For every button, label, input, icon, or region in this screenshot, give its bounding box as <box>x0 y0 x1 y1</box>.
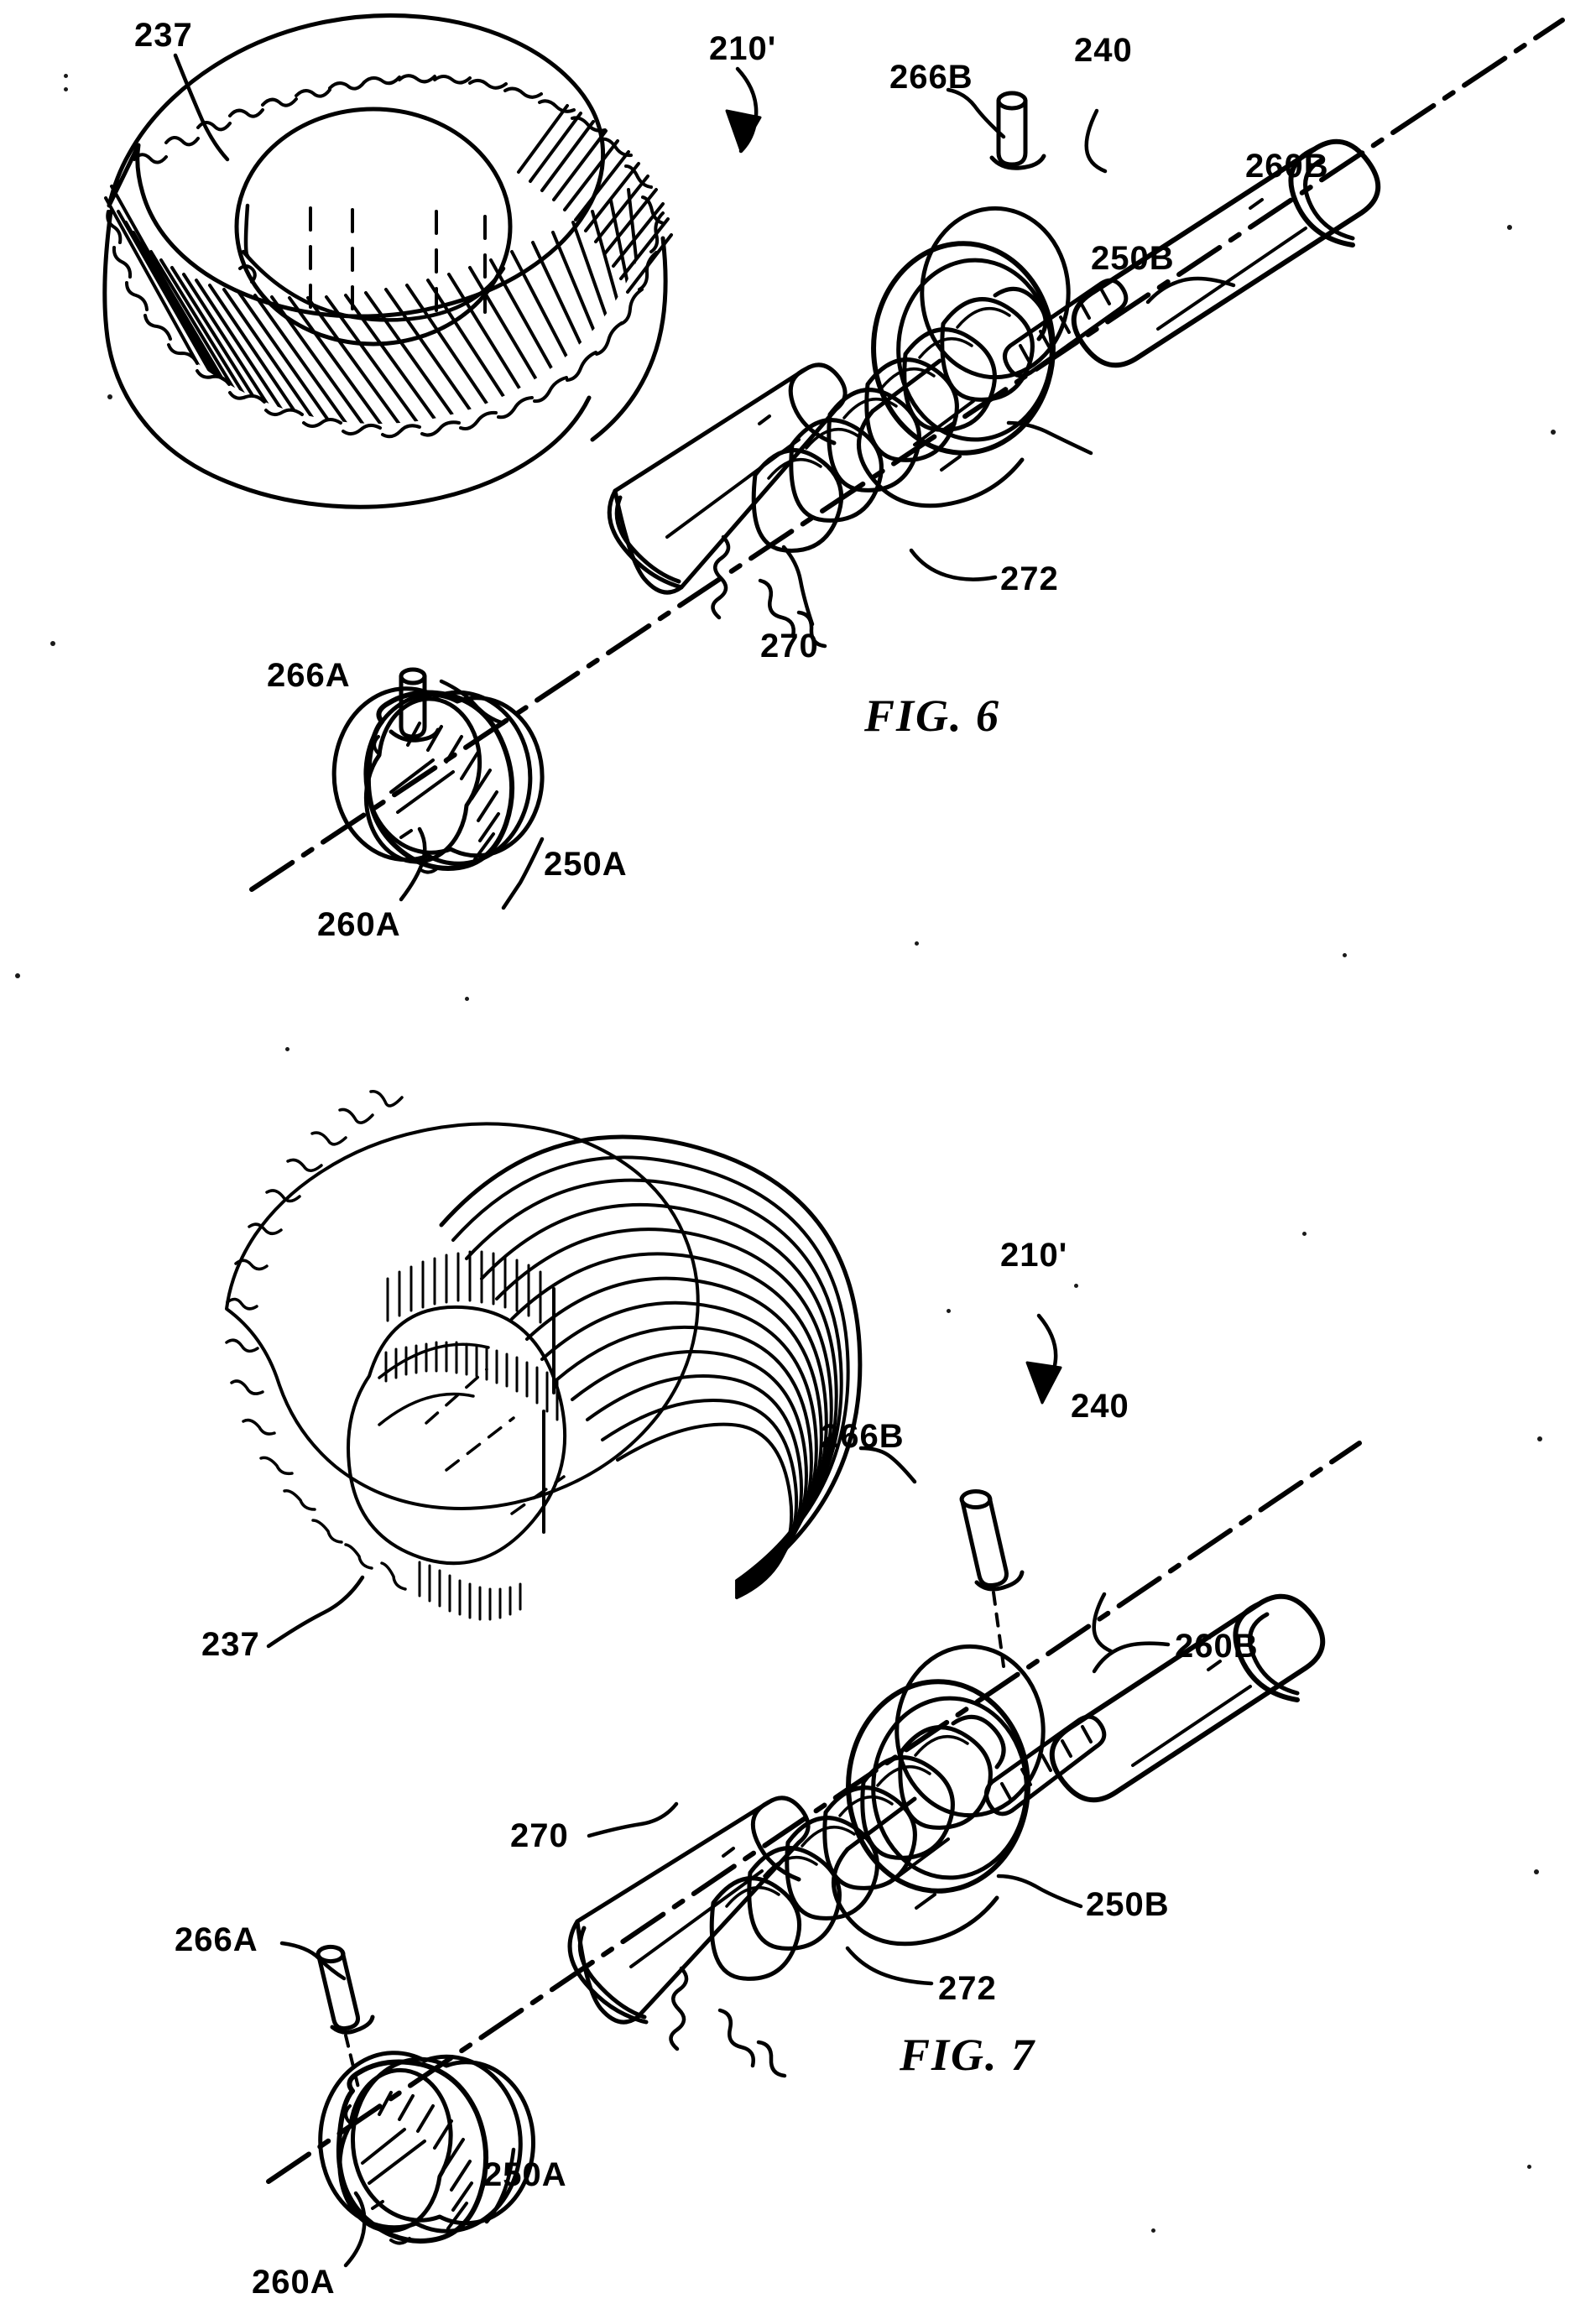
scan-speck <box>465 997 469 1001</box>
scan-speck <box>285 1047 289 1051</box>
worm-270-fig7 <box>567 1714 1006 2078</box>
ref-266A-fig6: 266A <box>267 657 351 694</box>
ref-237-fig6: 237 <box>134 17 193 54</box>
figure-caption-fig7: FIG. 7 <box>900 2030 1036 2080</box>
ref-250B-fig6: 250B <box>1091 240 1175 277</box>
ref-260A-fig7: 260A <box>252 2264 336 2301</box>
ref-272-fig7: 272 <box>938 1970 997 2007</box>
scan-speck <box>50 641 55 646</box>
ring-gear-237-fig6 <box>102 13 673 509</box>
ref-260B-fig6: 260B <box>1245 148 1329 185</box>
scan-speck <box>915 941 919 946</box>
scan-speck <box>1537 1436 1542 1441</box>
scan-speck <box>107 394 112 399</box>
scan-speck <box>1551 430 1556 435</box>
leader-lines-fig6 <box>173 53 1236 910</box>
scan-speck <box>1074 1284 1078 1288</box>
bearing-assembly-b-fig6 <box>857 91 1381 508</box>
assembly-arrow-fig7 <box>1025 1361 1062 1405</box>
axis-centerline-fig6 <box>249 18 1565 892</box>
ref-272-fig6: 272 <box>1000 560 1059 597</box>
scan-speck <box>1534 1869 1539 1874</box>
ref-237-fig7: 237 <box>201 1626 260 1663</box>
ref-266A-fig7: 266A <box>175 1921 258 1958</box>
ref-270-fig6: 270 <box>760 628 819 665</box>
fig7-geometry <box>225 1090 1362 2268</box>
scan-speck <box>64 74 68 78</box>
scan-speck <box>1507 225 1512 230</box>
ref-250A-fig7: 250A <box>483 2156 567 2193</box>
ref-210-fig7: 210' <box>1000 1237 1068 1274</box>
ref-250A-fig6: 250A <box>544 846 628 883</box>
bearing-assembly-a-fig7 <box>316 1944 535 2245</box>
scan-speck <box>1302 1232 1307 1236</box>
ref-260A-fig6: 260A <box>317 906 401 943</box>
ref-210-fig6: 210' <box>709 30 777 67</box>
ref-250B-fig7: 250B <box>1086 1886 1170 1923</box>
scan-speck <box>947 1309 951 1313</box>
ref-270-fig7: 270 <box>510 1817 569 1854</box>
scan-speck <box>15 973 20 978</box>
scan-speck <box>1151 2228 1155 2233</box>
bearing-assembly-b-fig7 <box>832 1489 1326 1947</box>
ref-240-fig6: 240 <box>1074 32 1133 69</box>
worm-270-fig6 <box>607 286 1048 649</box>
ring-gear-237-fig7 <box>225 1090 863 1621</box>
figure-caption-fig6: FIG. 6 <box>864 691 1001 741</box>
bearing-assembly-a-fig6 <box>331 667 545 874</box>
fig6-geometry <box>102 13 1565 910</box>
ref-260B-fig7: 260B <box>1175 1628 1259 1665</box>
scan-speck <box>1527 2165 1531 2169</box>
ref-266B-fig7: 266B <box>821 1418 905 1455</box>
ref-240-fig7: 240 <box>1071 1388 1129 1425</box>
ref-266B-fig6: 266B <box>889 59 973 96</box>
assembly-arrow-fig6 <box>725 109 762 153</box>
scan-speck <box>64 87 68 91</box>
axis-centerline-fig7 <box>266 1441 1362 2184</box>
leader-lines-fig7 <box>266 1313 1171 2268</box>
scan-speck <box>1343 953 1347 957</box>
